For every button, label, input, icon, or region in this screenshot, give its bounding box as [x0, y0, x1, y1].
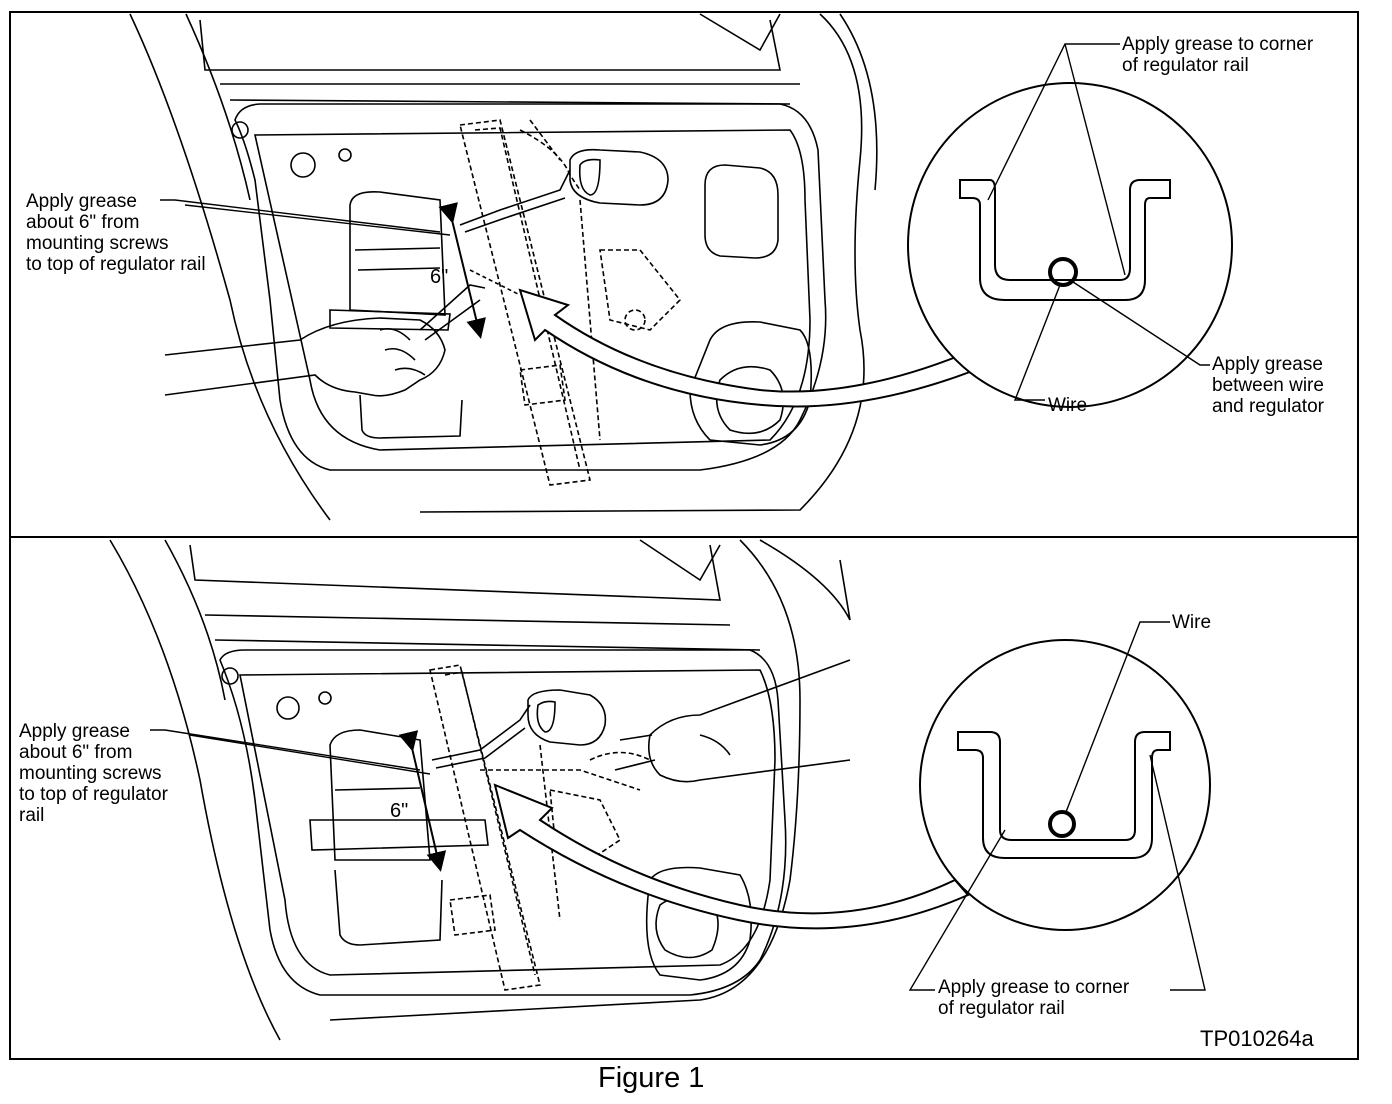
bottom-curved-arrow [493, 783, 970, 930]
figure-caption: Figure 1 [598, 1062, 705, 1094]
top-left-note-line-1: Apply grease [26, 191, 137, 212]
top-left-note-line-4: to top of regulator rail [26, 254, 206, 275]
top-door-illustration [129, 13, 878, 521]
top-rail-profile [959, 179, 1171, 301]
top-leader-lines [160, 43, 1210, 401]
top-corner-note-line-2: of regulator rail [1122, 55, 1249, 76]
bottom-detail-circle [919, 639, 1211, 931]
bottom-corner-note: Apply grease to corner of regulator rail [938, 977, 1129, 1019]
bottom-dimension-label: 6" [390, 800, 409, 822]
bottom-rail-profile [957, 731, 1171, 859]
bottom-leader-lines [150, 621, 1206, 991]
top-between-note-line-2: between wire [1212, 375, 1324, 396]
top-detail-circle [907, 82, 1233, 408]
top-between-note-line-3: and regulator [1212, 396, 1324, 417]
bottom-corner-note-line-1: Apply grease to corner [938, 977, 1130, 998]
top-left-note: Apply grease about 6" from mounting scre… [26, 191, 206, 275]
top-between-note-line-1: Apply grease [1212, 354, 1323, 375]
figure-code: TP010264a [1200, 1026, 1314, 1051]
top-wire-label: Wire [1048, 395, 1088, 416]
bottom-dimension-arrow [398, 730, 447, 872]
bottom-left-note-line-3: mounting screws [19, 763, 162, 784]
top-dimension-arrow [438, 202, 486, 339]
bottom-door-illustration [109, 539, 851, 1041]
top-dimension-label: 6" [430, 266, 449, 288]
bottom-left-note: Apply grease about 6" from mounting scre… [19, 721, 168, 826]
bottom-left-note-line-4: to top of regulator [19, 784, 168, 805]
bottom-left-note-line-1: Apply grease [19, 721, 130, 742]
top-corner-note: Apply grease to corner of regulator rail [1122, 34, 1313, 76]
top-left-note-line-3: mounting screws [26, 233, 169, 254]
bottom-panel-frame [9, 536, 1359, 1060]
bottom-wire-label: Wire [1172, 612, 1212, 633]
bottom-left-note-line-2: about 6" from [19, 742, 133, 763]
bottom-left-note-line-5: rail [19, 805, 45, 826]
bottom-corner-note-line-2: of regulator rail [938, 998, 1065, 1019]
top-between-note: Apply grease between wire and regulator [1212, 354, 1324, 417]
top-left-note-line-2: about 6" from [26, 212, 140, 233]
top-corner-note-line-1: Apply grease to corner [1122, 34, 1314, 55]
